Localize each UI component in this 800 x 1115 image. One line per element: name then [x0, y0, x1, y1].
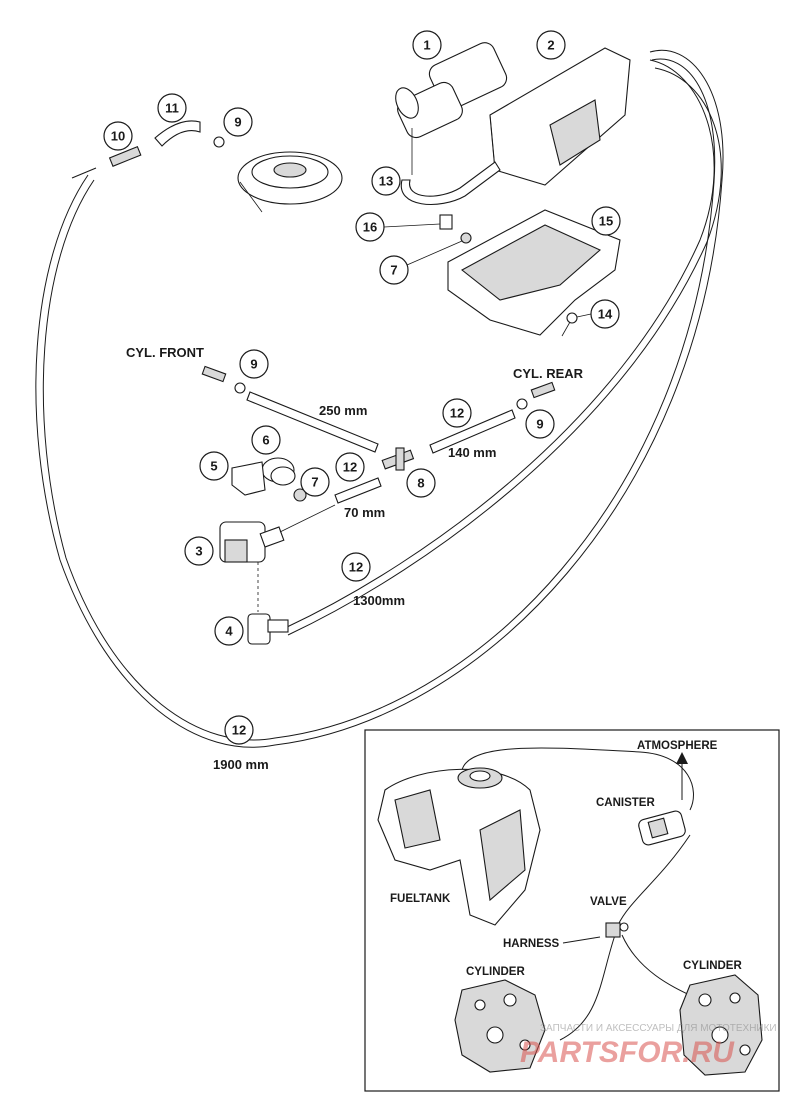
label-cyl-rear: CYL. REAR	[513, 366, 584, 381]
callout-10: 10	[103, 121, 133, 151]
inset-label-fueltank: FUELTANK	[390, 893, 451, 905]
watermark-brand: PARTSFOR.RU	[520, 1036, 735, 1069]
hose-1300mm	[284, 59, 715, 629]
callout-7-lower: 7	[300, 467, 330, 497]
fuel-cap	[237, 151, 343, 213]
svg-text:4: 4	[225, 624, 233, 639]
svg-text:14: 14	[598, 307, 613, 322]
svg-text:9: 9	[536, 417, 543, 432]
part-6-grommet	[261, 457, 296, 486]
callout-12-mid: 12	[335, 452, 365, 482]
svg-text:11: 11	[165, 101, 179, 116]
part-11-elbow-hose	[154, 120, 201, 147]
callout-16: 16	[355, 212, 385, 242]
callout-5: 5	[199, 451, 229, 481]
watermark: ЗАПЧАСТИ И АКСЕССУАРЫ ДЛЯ МОТОТЕХНИКИ PA…	[520, 1023, 777, 1069]
callout-13: 13	[371, 166, 401, 196]
inset-label-canister: CANISTER	[596, 797, 655, 809]
part-7-nut-lower	[293, 488, 307, 502]
svg-text:2: 2	[547, 38, 554, 53]
callout-14: 14	[590, 299, 620, 329]
inset-cylinder-left	[454, 979, 546, 1073]
part-13-hose	[400, 161, 501, 205]
part-9-clamp-front	[234, 382, 246, 394]
part-2-canister	[489, 47, 631, 186]
callout-12-1900: 12	[224, 715, 254, 745]
hose-70mm	[334, 477, 382, 504]
label-1900mm: 1900 mm	[213, 757, 269, 772]
svg-text:1: 1	[423, 38, 430, 53]
label-140mm: 140 mm	[448, 445, 496, 460]
hose-1900mm	[35, 49, 724, 748]
inset-label-harness: HARNESS	[503, 938, 560, 950]
callout-12-rear: 12	[442, 398, 472, 428]
hose-1900mm-inner	[42, 58, 716, 741]
system-schematic-inset: ATMOSPHERE CANISTER FUELTANK VALVE HARNE…	[364, 729, 780, 1092]
callout-4: 4	[214, 616, 244, 646]
watermark-small: ЗАПЧАСТИ И АКСЕССУАРЫ ДЛЯ МОТОТЕХНИКИ	[540, 1023, 777, 1034]
svg-text:3: 3	[195, 544, 202, 559]
label-70mm: 70 mm	[344, 505, 385, 520]
svg-text:7: 7	[311, 475, 318, 490]
callout-1: 1	[412, 30, 442, 60]
inset-label-cylinder-right: CYLINDER	[683, 960, 742, 972]
svg-text:7: 7	[390, 263, 397, 278]
svg-text:12: 12	[343, 460, 357, 475]
callout-8: 8	[406, 468, 436, 498]
inset-fuel-tank	[377, 767, 541, 926]
svg-text:9: 9	[250, 357, 257, 372]
svg-text:6: 6	[262, 433, 269, 448]
part-14-screw	[561, 312, 578, 337]
part-9-clamp-top	[213, 136, 225, 148]
svg-text:8: 8	[417, 476, 424, 491]
inset-valve	[605, 922, 629, 938]
inset-label-valve: VALVE	[590, 896, 627, 908]
cyl-front-stub	[201, 365, 227, 383]
label-cyl-front: CYL. FRONT	[126, 345, 204, 360]
svg-text:16: 16	[363, 220, 377, 235]
part-3-purge-valve	[219, 504, 336, 612]
callout-15: 15	[591, 206, 621, 236]
part-8-tee	[381, 447, 415, 471]
atmosphere-arrow	[676, 752, 688, 764]
part-10-fitting	[108, 145, 142, 167]
hose-1300mm-inner	[287, 67, 722, 636]
callout-9-front: 9	[239, 349, 269, 379]
hose-140mm	[429, 409, 516, 454]
part-9-clamp-rear	[516, 398, 528, 410]
label-250mm: 250 mm	[319, 403, 367, 418]
inset-canister	[638, 810, 686, 846]
callout-12-1300: 12	[341, 552, 371, 582]
svg-text:5: 5	[210, 459, 217, 474]
svg-text:12: 12	[450, 406, 464, 421]
inset-label-atmosphere: ATMOSPHERE	[637, 740, 718, 752]
callout-9-top: 9	[223, 107, 253, 137]
callout-9-rear: 9	[525, 409, 555, 439]
part-7-nut-upper	[460, 232, 472, 244]
svg-text:13: 13	[379, 174, 393, 189]
callout-7-upper: 7	[379, 255, 409, 285]
callout-3: 3	[184, 536, 214, 566]
part-16-clip	[439, 214, 453, 230]
part-1-filter	[395, 42, 508, 175]
cyl-rear-stub	[530, 381, 556, 399]
svg-text:9: 9	[234, 115, 241, 130]
label-1300mm: 1300mm	[353, 593, 405, 608]
part-5-bracket	[231, 461, 266, 496]
part-15-bracket	[447, 209, 621, 336]
hose-250mm	[246, 391, 379, 453]
inset-cylinder-right	[679, 974, 763, 1076]
svg-text:10: 10	[111, 129, 125, 144]
callout-11: 11	[157, 93, 187, 123]
part-4-elbow	[247, 613, 289, 645]
svg-text:12: 12	[349, 560, 363, 575]
svg-text:12: 12	[232, 723, 246, 738]
callout-2: 2	[536, 30, 566, 60]
inset-label-cylinder-left: CYLINDER	[466, 966, 525, 978]
callout-6: 6	[251, 425, 281, 455]
svg-text:15: 15	[599, 214, 613, 229]
